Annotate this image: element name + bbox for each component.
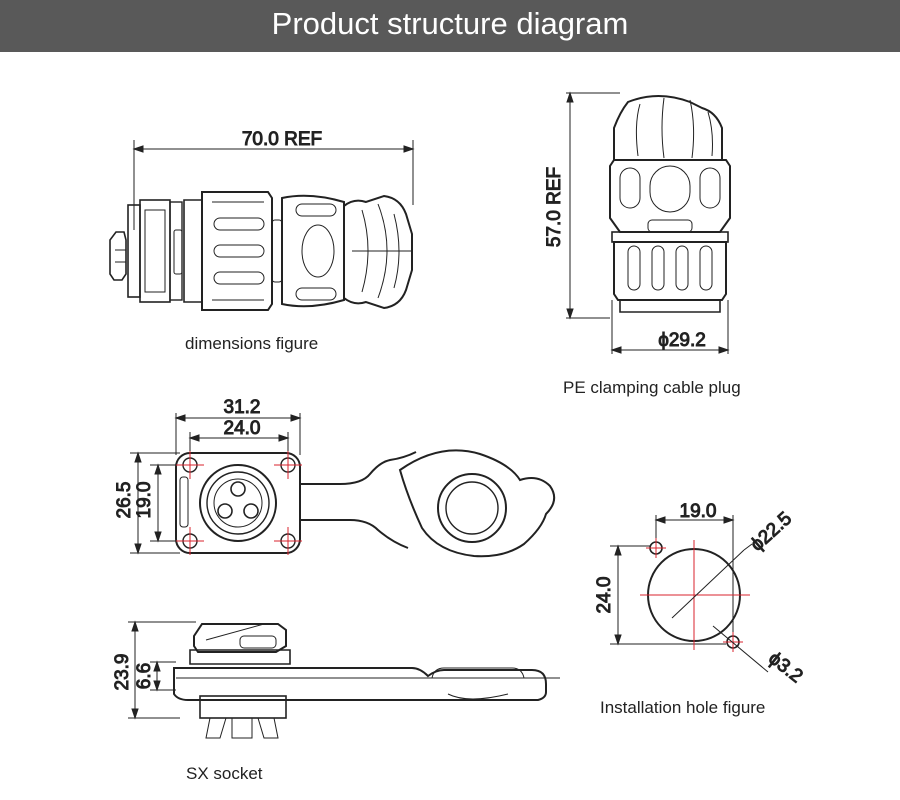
- plug-front-view: [566, 91, 731, 354]
- page-title: Product structure diagram: [271, 6, 629, 41]
- dim-plug-diameter-label: ϕ29.2: [658, 330, 706, 351]
- dim-socket-height-label: 23.9: [112, 654, 133, 691]
- caption-plug: PE clamping cable plug: [563, 378, 741, 397]
- dim-center-hole-label: ϕ22.5: [747, 508, 796, 555]
- dim-length-label: 70.0 REF: [242, 129, 322, 150]
- dim-flange-outer-label: 31.2: [224, 397, 261, 418]
- caption-installation-hole: Installation hole figure: [600, 698, 766, 717]
- socket-front-view: [130, 413, 556, 558]
- installation-hole-view: [610, 515, 769, 673]
- dim-mount-hole-label: ϕ3.2: [764, 648, 806, 687]
- dim-flange-inner-label: 24.0: [224, 418, 261, 439]
- title-bar: [0, 0, 900, 52]
- caption-socket: SX socket: [186, 764, 263, 783]
- side-view-connector: [109, 140, 415, 311]
- caption-dimensions-figure: dimensions figure: [185, 334, 319, 353]
- dim-panel-thickness-label: 6.6: [134, 663, 155, 689]
- dim-flange-height-outer-label: 26.5: [114, 482, 135, 519]
- socket-side-view: [128, 620, 560, 739]
- dim-flange-height-inner-label: 19.0: [134, 482, 155, 519]
- dim-height-label: 57.0 REF: [544, 167, 565, 247]
- dim-hole-spacing-y-label: 24.0: [594, 577, 615, 614]
- dim-hole-spacing-x-label: 19.0: [680, 501, 717, 522]
